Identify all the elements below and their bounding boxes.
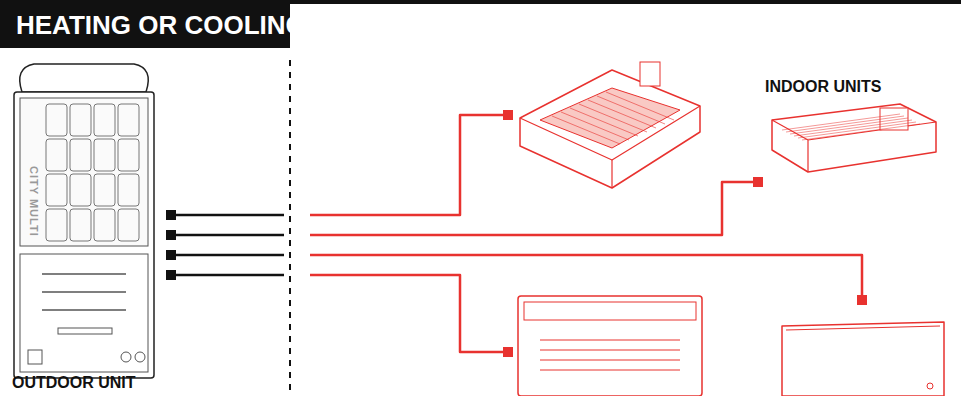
ducted-unit: [772, 104, 936, 172]
section-label: INDOOR UNITS: [765, 78, 881, 96]
grille-cell: [46, 139, 67, 171]
console-top-vent: [524, 302, 696, 320]
grille-cell: [94, 209, 115, 241]
pipe-connector: [503, 110, 513, 120]
lower-panel: [20, 254, 148, 372]
grille-fins: [46, 104, 139, 241]
vent-slot: [42, 291, 126, 293]
ducted-box: [880, 108, 908, 130]
cassette-grille: [540, 88, 680, 148]
refrigerant-pipe: [310, 182, 758, 235]
duct-vent: [782, 114, 900, 130]
grille-line: [570, 108, 638, 136]
duct-vent: [798, 122, 916, 138]
vent-slot: [42, 273, 126, 275]
pipe-stub: [172, 214, 284, 217]
console-vent: [540, 360, 680, 361]
grille-cell: [46, 209, 67, 241]
grille-cell: [70, 139, 91, 171]
cassette-pump: [640, 62, 660, 86]
grille-line: [561, 112, 629, 140]
divider-line: [289, 60, 291, 396]
floor-console: [518, 296, 702, 396]
outdoor-unit-body: [14, 92, 154, 378]
pipe-connector: [166, 210, 176, 220]
pipe-connector: [166, 230, 176, 240]
port: [135, 352, 145, 362]
grille-line: [579, 104, 647, 132]
grille-cell: [46, 104, 67, 136]
grille-cell: [70, 174, 91, 206]
console-vent: [540, 340, 680, 341]
grille-cell: [118, 104, 139, 136]
unit-cap: [20, 64, 149, 92]
duct-vent: [794, 120, 912, 136]
grille-line: [552, 116, 620, 144]
duct-vent: [790, 118, 908, 134]
grille-cell: [70, 104, 91, 136]
pipe-connector: [166, 270, 176, 280]
vent-slot: [58, 328, 112, 334]
grille-cell: [118, 209, 139, 241]
grille-cell: [70, 209, 91, 241]
cassette-edge: [611, 160, 612, 188]
console-vent: [540, 370, 680, 371]
vent-slot: [42, 309, 126, 311]
wall-unit-edge: [786, 326, 940, 330]
pipe-connector: [166, 250, 176, 260]
terminal-box: [28, 350, 42, 364]
pipe-stub: [172, 274, 284, 277]
pipe-connector: [857, 295, 867, 305]
cassette-unit: [520, 70, 700, 188]
refrigerant-pipe: [310, 275, 508, 352]
indicator: [927, 383, 933, 389]
grille-cell: [94, 174, 115, 206]
brand-mark: CITY MULTI: [28, 166, 40, 237]
refrigerant-pipe: [310, 115, 508, 215]
pipe-connector: [503, 347, 513, 357]
refrigerant-pipe: [310, 255, 862, 300]
wall-unit: [782, 322, 944, 396]
grille-cell: [94, 139, 115, 171]
duct-vent: [802, 124, 920, 140]
grille-line: [597, 96, 665, 124]
grille-line: [606, 92, 674, 120]
grille-cell: [118, 174, 139, 206]
grille-cell: [46, 174, 67, 206]
pipe-stub: [172, 254, 284, 257]
unit-label: OUTDOOR UNIT: [12, 374, 136, 392]
port: [121, 352, 131, 362]
grille-cell: [118, 139, 139, 171]
console-vent: [540, 350, 680, 351]
pipe-connector: [753, 177, 763, 187]
title: HEATING OR COOLING: [16, 10, 306, 41]
pipe-stub: [172, 234, 284, 237]
grille-cell: [94, 104, 115, 136]
duct-vent: [786, 116, 904, 132]
fan-grille: [20, 98, 148, 246]
grille-line: [588, 100, 656, 128]
